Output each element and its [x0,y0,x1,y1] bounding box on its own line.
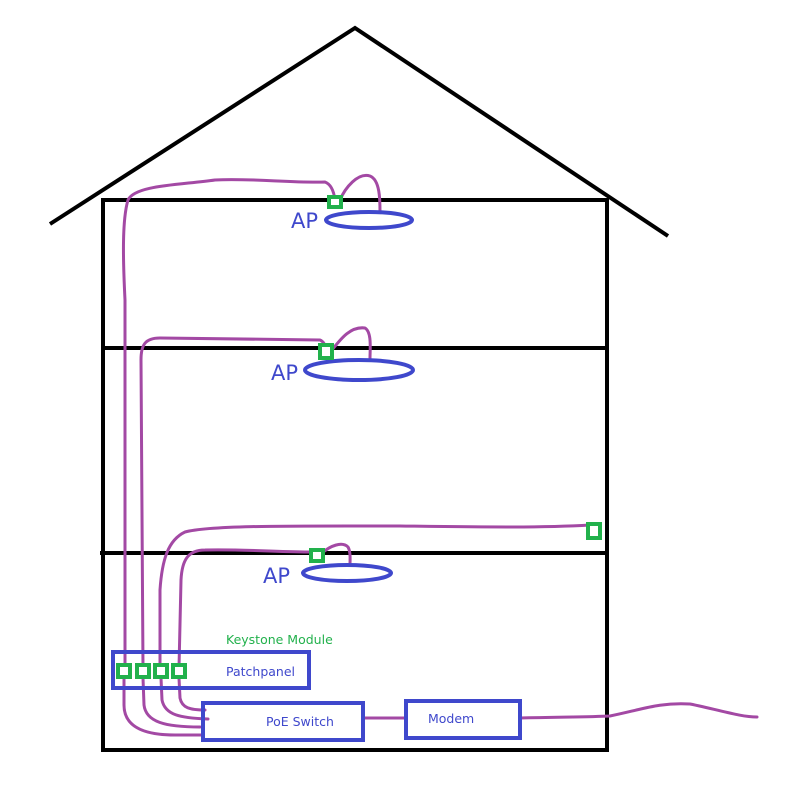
patch-cable-4 [177,676,207,712]
ap-label-bottom: AP [263,564,290,588]
modem-label: Modem [428,711,474,726]
access-point-middle [303,358,415,382]
cable-middle-ap-loop [330,326,372,360]
keystone-bottom-ap [309,548,325,563]
patchpanel-label: Patchpanel [226,664,295,679]
house-outline [101,198,609,752]
patch-cable-1 [122,676,205,737]
cable-top-ap-loop [338,173,382,214]
ap-label-middle: AP [271,361,298,385]
access-point-top [324,210,414,230]
ap-label-top: AP [291,209,318,233]
keystone-patch-2 [135,663,151,679]
cable-bottom-ap-loop [320,542,352,566]
house-structure [48,25,670,752]
patchpanel [111,650,311,690]
keystone-patch-1 [116,663,132,679]
access-point-bottom [301,563,393,583]
cable-wall-outlet [158,523,592,670]
devices: Patchpanel PoE Switch Modem Keystone Mod… [111,632,522,742]
modem [404,699,522,740]
cable-middle-ap [139,336,328,670]
cables [121,173,759,737]
keystone-patch-3 [153,663,169,679]
poe-switch [201,701,365,742]
keystone-patch-4 [171,663,187,679]
keystone-module-label: Keystone Module [226,632,333,647]
keystone-top-ap [327,195,343,209]
keystone-wall-outlet [586,522,602,540]
internet-uplink-cable [518,702,759,720]
patch-cable-3 [159,676,210,721]
patch-cable-2 [141,676,202,729]
keystone-modules [116,195,602,679]
cable-top-ap [121,178,337,674]
cable-bottom-ap [177,548,314,670]
keystone-middle-ap [318,343,334,360]
access-points: AP AP AP [263,209,415,588]
roof [48,25,670,238]
poe-switch-label: PoE Switch [266,714,334,729]
